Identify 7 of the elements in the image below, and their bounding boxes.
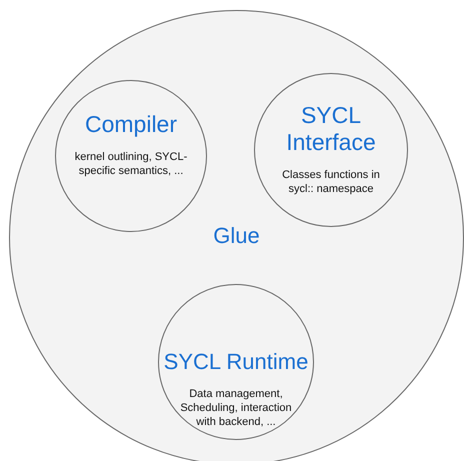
circle-description: kernel outlining, SYCL-specific semantics, ... — [74, 150, 188, 178]
circle-description: Data management, Scheduling, interaction with backend, ... — [179, 387, 293, 429]
circle-description: Classes functions in sycl:: namespace — [281, 168, 381, 196]
circle-title: Compiler — [84, 111, 178, 138]
circle-title: SYCL Interface — [285, 102, 377, 156]
circle-title: SYCL Runtime — [162, 349, 310, 375]
circle-title: Glue — [212, 223, 261, 249]
